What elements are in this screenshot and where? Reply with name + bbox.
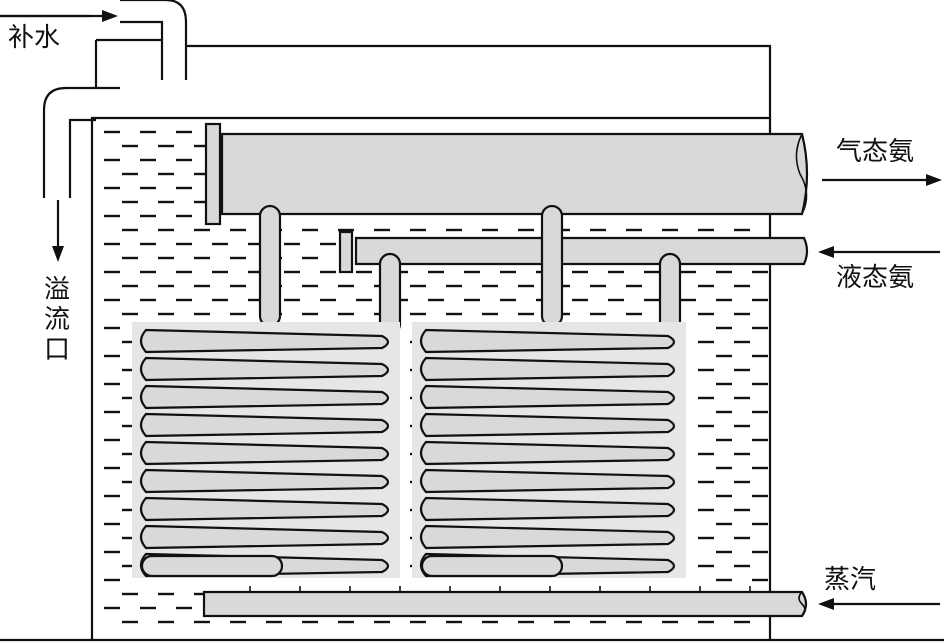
liquid-ammonia-label: 液态氨 [836,263,914,293]
overflow-pipe [42,20,164,198]
coil-turn [419,468,676,494]
coil-turn [419,412,676,438]
coil-turn [139,356,390,382]
coil-turn [139,384,390,410]
header-flange [204,122,222,226]
coil-turn [419,328,676,354]
gaseous-ammonia-header [204,122,809,226]
liquid-ammonia-header [338,230,809,274]
coil-turn [419,524,676,550]
steam-sparger-pipe [202,586,808,618]
gaseous-ammonia-label: 气态氨 [836,137,914,167]
left-heating-coil [132,322,400,578]
overflow-label-1: 溢 [44,275,70,305]
coil-turn [139,440,390,466]
overflow-label-3: 口 [44,335,70,365]
steam-arrow [818,598,940,610]
gaseous-ammonia-arrow [822,174,942,186]
coil-bottom-loop [140,554,284,578]
makeup-water-arrow [0,10,118,22]
coil-turn [419,440,676,466]
coil-turn [419,356,676,382]
tank [0,44,944,642]
coil-bottom-loop [420,554,564,578]
coil-turn [139,468,390,494]
coil-turn [139,328,390,354]
steam-label: 蒸汽 [824,565,876,595]
coil-risers [258,204,682,336]
coil-turn [139,524,390,550]
coil-turn [139,412,390,438]
sparger-holes [249,586,751,592]
overflow-label-2: 流 [44,305,70,335]
liquid-header-flange [338,230,354,274]
coil-turn [419,384,676,410]
coil-turn [419,496,676,522]
coil-turn [139,496,390,522]
makeup-water-label: 补水 [8,23,60,53]
overflow-arrow [52,200,64,262]
liquid-ammonia-arrow [818,246,940,258]
right-heating-coil [412,322,686,578]
